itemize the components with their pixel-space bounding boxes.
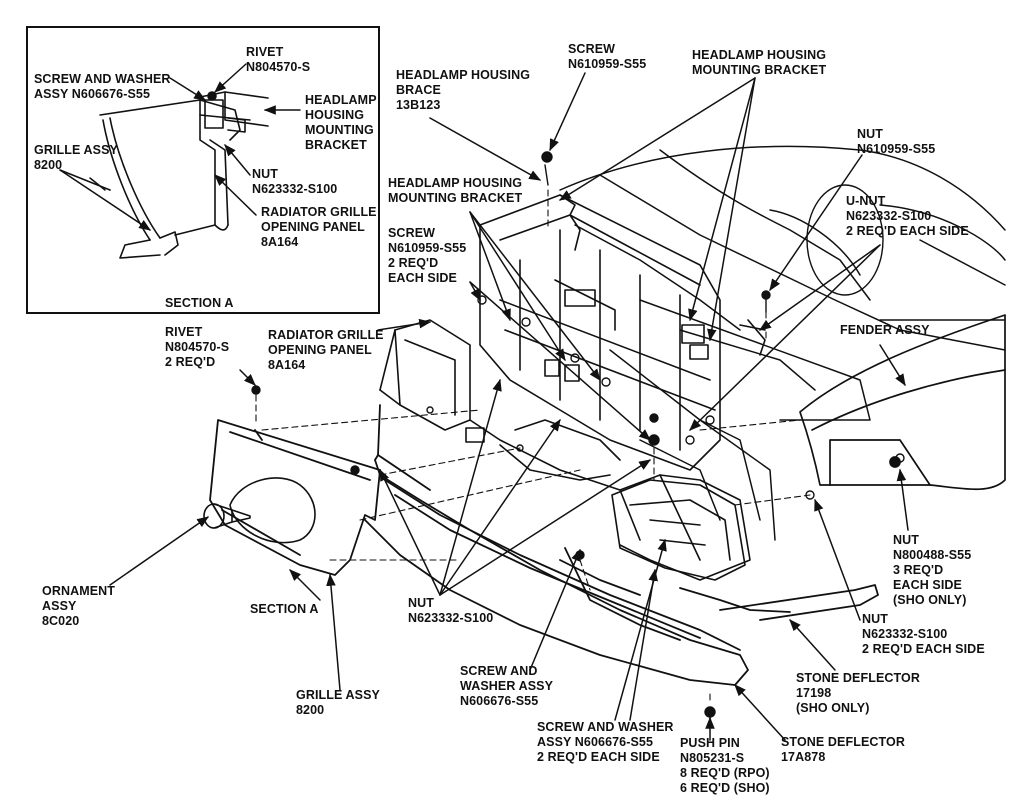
grille-assembly <box>209 419 381 576</box>
section-a-title: SECTION A <box>165 296 234 310</box>
label-section-a-ref: SECTION A <box>250 602 319 616</box>
fender-assembly <box>799 314 1006 491</box>
section-a-inset-frame <box>26 26 380 314</box>
vehicle-body <box>559 145 1006 541</box>
alignment-lines <box>255 189 811 701</box>
leader-lines <box>59 63 909 741</box>
fasteners <box>251 151 905 729</box>
headlamp-housing-structure <box>479 194 766 471</box>
ornament <box>203 503 251 529</box>
label-fender-assy: FENDER ASSY <box>840 323 930 337</box>
headlamp-housing-center <box>465 419 746 581</box>
